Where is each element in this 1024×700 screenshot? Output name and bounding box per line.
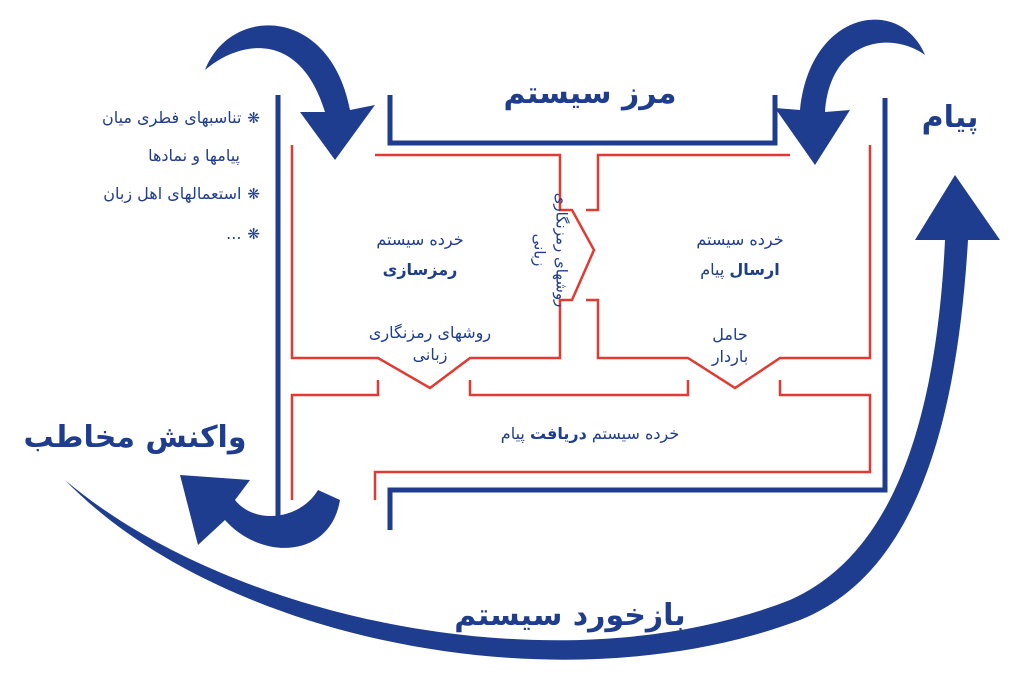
note-text: پیامها و نمادها — [148, 146, 240, 165]
arrow-top-left — [205, 25, 375, 160]
receiving-subsystem-suffix: پیام — [500, 424, 525, 443]
encoding-subsystem-line1: خرده سیستم — [376, 230, 464, 249]
note-item-3: ❋ استعمالهای اهل زبان — [40, 184, 260, 203]
receiving-subsystem-prefix: خرده سیستم — [591, 424, 680, 443]
linguistic-coding-line1: روشهای رمزنگاری — [368, 323, 492, 342]
receiving-right-line — [373, 380, 872, 500]
vertical-coding-line2: زبانی — [530, 233, 548, 267]
encoding-subsystem-line2: رمزسازی — [382, 260, 458, 279]
sending-region-line — [586, 153, 790, 212]
receiving-mid-line — [468, 380, 690, 397]
sending-subsystem-rest: پیام — [700, 260, 725, 279]
system-boundary-label: مرز سیستم — [503, 76, 677, 111]
receiving-region-line — [290, 380, 380, 500]
asterisk-icon: ❋ — [247, 225, 260, 243]
audience-reaction-label: واکنش مخاطب — [23, 420, 247, 455]
arrow-top-right — [775, 19, 925, 165]
note-text: استعمالهای اهل زبان — [103, 184, 242, 203]
boundary-top-bracket — [387, 95, 778, 146]
subsystem-lines — [290, 145, 872, 500]
receiving-subsystem-bold: دریافت — [529, 424, 587, 443]
sending-subsystem-line2: ارسال پیام — [650, 260, 830, 279]
note-item-1: ❋ تناسبهای فطری میان — [40, 108, 260, 127]
encoding-region-line — [290, 145, 596, 390]
vertical-coding-label: روشهای رمزنگاری زبانی — [520, 170, 580, 330]
note-item-2: پیامها و نمادها — [40, 146, 240, 165]
linguistic-coding-line2: زبانی — [412, 345, 448, 364]
system-boundary-lines — [275, 95, 888, 530]
note-text: تناسبهای فطری میان — [101, 108, 242, 127]
note-item-4: ❋... — [40, 224, 260, 243]
asterisk-icon: ❋ — [247, 185, 260, 203]
vertical-coding-line1: روشهای رمزنگاری — [552, 192, 570, 308]
message-label: پیام — [921, 100, 979, 135]
sending-subsystem-line1: خرده سیستم — [696, 230, 784, 249]
carrier-line1: حامل — [712, 325, 748, 344]
arrow-bottom-left — [180, 475, 340, 548]
boundary-bottom-bracket — [387, 98, 888, 530]
flow-arrows — [65, 19, 1000, 660]
sending-subsystem-bold: ارسال — [729, 260, 780, 279]
system-feedback-label: بازخورد سیستم — [454, 598, 686, 633]
sending-bottom-line — [586, 145, 872, 390]
receiving-subsystem-label: خرده سیستم دریافت پیام — [430, 424, 750, 443]
asterisk-icon: ❋ — [247, 109, 260, 127]
carrier-line2: باردار — [711, 347, 749, 366]
note-text: ... — [226, 224, 242, 243]
